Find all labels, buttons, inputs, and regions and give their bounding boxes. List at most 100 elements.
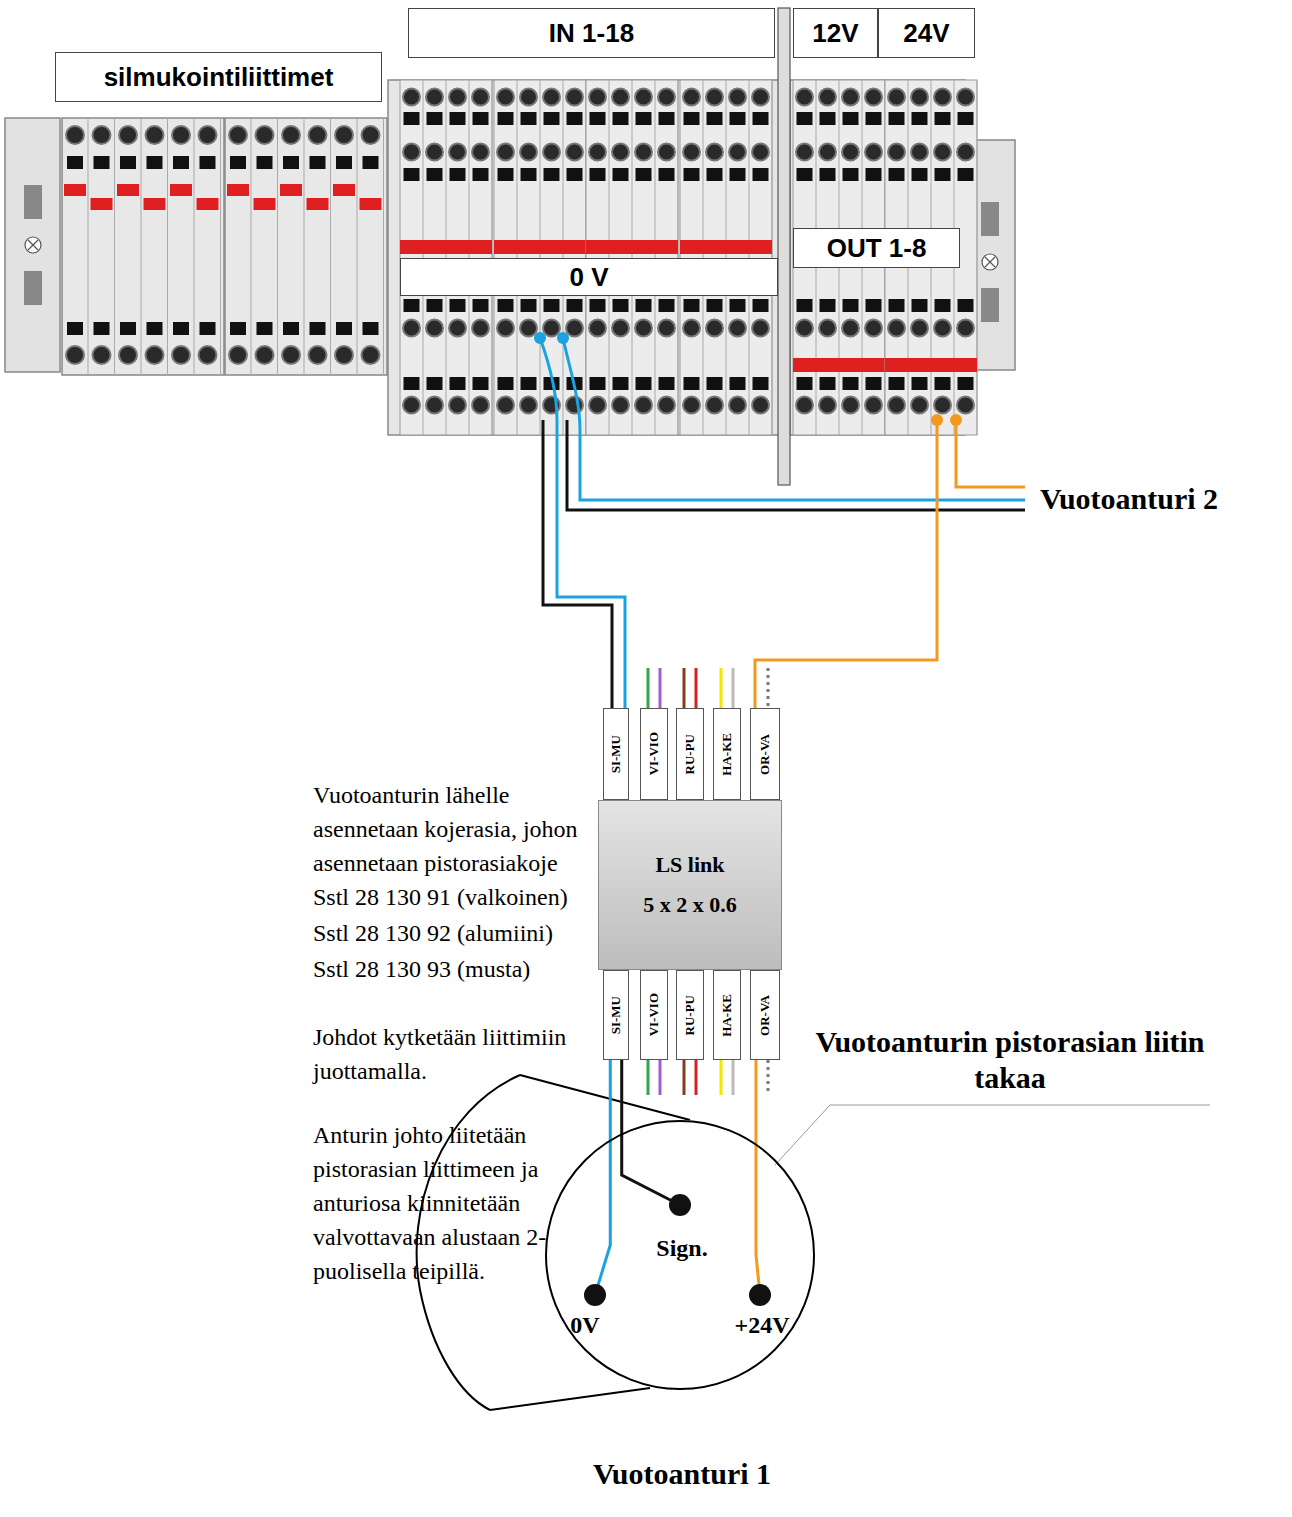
jumper-bar — [280, 184, 302, 196]
orange-wire — [755, 420, 937, 708]
terminal-hole — [658, 89, 675, 106]
terminal-lever — [67, 156, 83, 169]
terminal-lever — [498, 377, 514, 390]
bridge-bar — [494, 240, 586, 254]
terminal-lever — [567, 299, 583, 312]
terminal-hole — [93, 126, 111, 144]
pair-colour: HA-KE — [719, 994, 735, 1037]
terminal-lever — [730, 112, 746, 125]
terminal-label: IN 1-18 — [549, 18, 634, 49]
terminal-lever — [935, 377, 951, 390]
terminal-hole — [589, 144, 606, 161]
terminal-hole — [865, 320, 882, 337]
terminal-hole — [842, 397, 859, 414]
terminal-hole — [706, 320, 723, 337]
terminal-lever — [797, 299, 813, 312]
terminal-hole — [683, 89, 700, 106]
connector-tab: VI-VIO — [640, 708, 668, 800]
terminal-lever — [958, 168, 974, 181]
bridge-bar — [400, 240, 492, 254]
terminal-lever — [147, 322, 163, 335]
terminal-hole — [934, 397, 951, 414]
terminal-lever — [820, 112, 836, 125]
terminal-hole — [842, 144, 859, 161]
terminal-lever — [404, 112, 420, 125]
terminal-hole — [520, 89, 537, 106]
terminal-lever — [590, 377, 606, 390]
label-box: 0 V — [400, 258, 778, 296]
terminal-hole — [796, 89, 813, 106]
terminal-hole — [309, 346, 327, 364]
terminal-hole — [888, 320, 905, 337]
pin-label: +24V — [734, 1312, 789, 1339]
terminal-lever — [521, 112, 537, 125]
terminal-label: OUT 1-8 — [827, 233, 927, 264]
terminal-lever — [498, 112, 514, 125]
terminal-lever — [521, 168, 537, 181]
terminal-hole — [819, 144, 836, 161]
terminal-hole — [146, 126, 164, 144]
terminal-hole — [449, 144, 466, 161]
terminal-divider — [383, 118, 384, 375]
terminal-lever — [636, 377, 652, 390]
terminal-hole — [403, 320, 420, 337]
note-text: Anturin johto liitetään pistorasian liit… — [313, 1118, 613, 1288]
end-bracket — [24, 185, 42, 219]
terminal-hole — [729, 89, 746, 106]
terminal-lever — [450, 299, 466, 312]
wire-end — [557, 332, 569, 344]
leader-line — [775, 1105, 1210, 1165]
label-box: 12V — [793, 8, 878, 58]
terminal-lever — [336, 322, 352, 335]
terminal-hole — [426, 89, 443, 106]
wire-end — [931, 414, 943, 426]
terminal-hole — [146, 346, 164, 364]
terminal-divider — [304, 118, 305, 375]
terminal-hole — [934, 320, 951, 337]
connector-tab: SI-MU — [603, 970, 629, 1060]
terminal-hole — [256, 126, 274, 144]
terminal-hole — [172, 126, 190, 144]
terminal-hole — [612, 89, 629, 106]
terminal-lever — [866, 299, 882, 312]
wire-end — [534, 332, 546, 344]
terminal-lever — [200, 156, 216, 169]
terminal-hole — [449, 89, 466, 106]
terminal-lever — [753, 168, 769, 181]
terminal-lever — [613, 299, 629, 312]
terminal-lever — [753, 112, 769, 125]
terminal-lever — [636, 299, 652, 312]
part-number: Sstl 28 130 91 (valkoinen) — [313, 880, 613, 914]
terminal-hole — [658, 144, 675, 161]
terminal-lever — [797, 112, 813, 125]
terminal-hole — [911, 144, 928, 161]
terminal-lever — [636, 112, 652, 125]
terminal-hole — [426, 397, 443, 414]
terminal-divider — [357, 118, 358, 375]
terminal-hole — [842, 320, 859, 337]
terminal-hole — [729, 144, 746, 161]
terminal-lever — [427, 112, 443, 125]
terminal-lever — [336, 156, 352, 169]
terminal-lever — [404, 299, 420, 312]
terminal-hole — [683, 144, 700, 161]
terminal-lever — [730, 377, 746, 390]
terminal-lever — [544, 112, 560, 125]
terminal-lever — [866, 377, 882, 390]
terminal-hole — [706, 89, 723, 106]
jumper-bar — [307, 198, 329, 210]
terminal-lever — [283, 156, 299, 169]
end-bracket — [981, 202, 999, 236]
terminal-divider — [220, 118, 221, 375]
terminal-hole — [335, 126, 353, 144]
terminal-lever — [707, 377, 723, 390]
terminal-hole — [403, 89, 420, 106]
loop-terminal-group — [225, 118, 387, 375]
terminal-hole — [172, 346, 190, 364]
terminal-lever — [590, 112, 606, 125]
terminal-lever — [544, 299, 560, 312]
jumper-bar — [227, 184, 249, 196]
terminal-hole — [403, 397, 420, 414]
black-wire — [543, 420, 612, 708]
terminal-hole — [362, 346, 380, 364]
